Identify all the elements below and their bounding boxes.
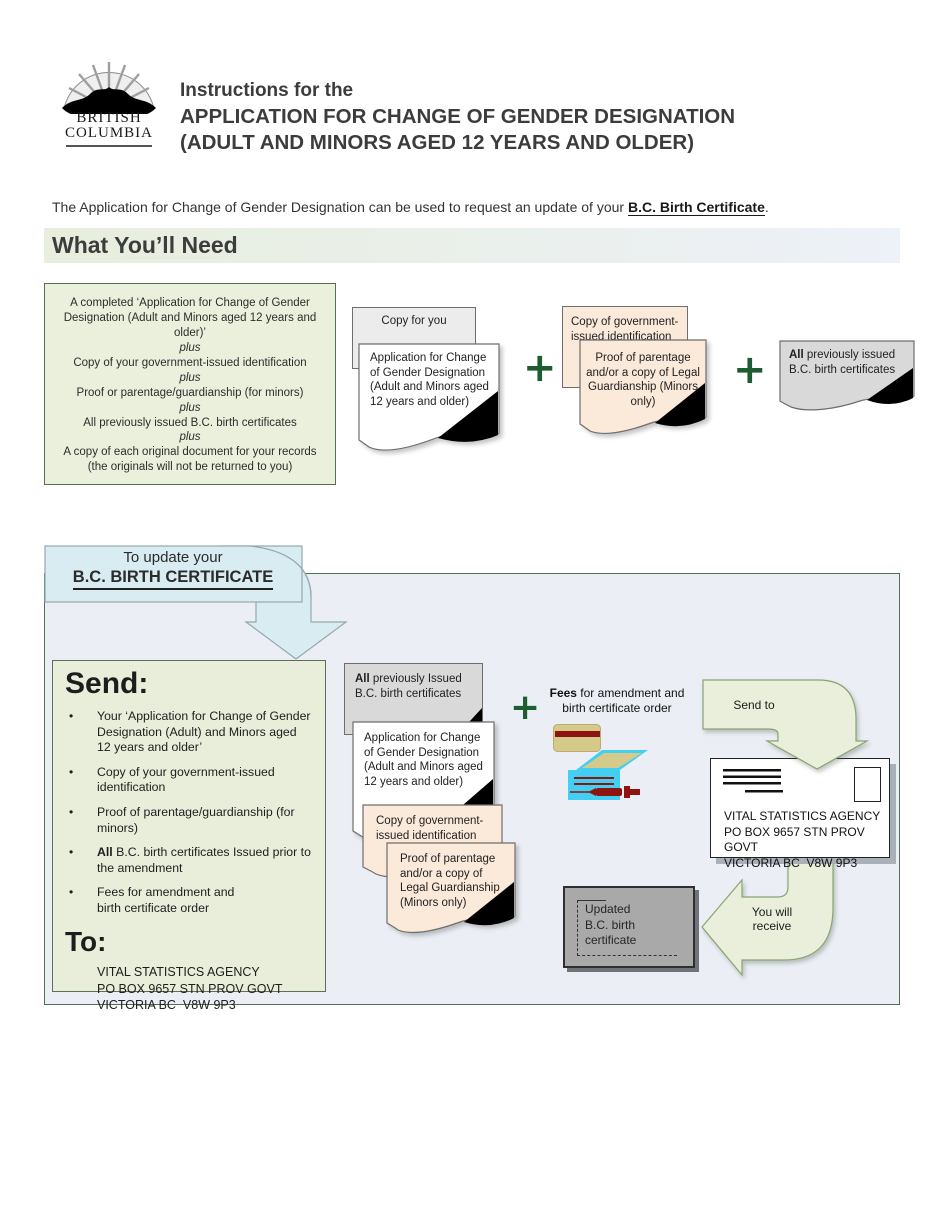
fees-label: Fees for amendment and birth certificate… [548, 686, 686, 716]
return-address-lines-icon [745, 790, 783, 796]
document-proof-top: Proof of parentage and/or a copy of Lega… [579, 339, 707, 441]
document-label: Copy for you [381, 315, 447, 327]
document-label: Proof of parentage and/or a copy of Lega… [400, 853, 500, 910]
send-checklist: Your ‘Application for Change of Gender D… [65, 709, 313, 917]
intro-period: . [764, 199, 769, 215]
send-to-label: Send to [733, 698, 775, 712]
result-line: certificate [585, 933, 637, 948]
update-label: To update your B.C. BIRTH CERTIFICATE [44, 549, 302, 590]
send-to-arrow-icon [702, 679, 870, 770]
blue-down-arrow-icon [44, 545, 348, 660]
send-list-item: Fees for amendment and birth certificate… [65, 885, 313, 916]
to-heading: To: [65, 925, 107, 957]
title-line-1: Instructions for the [180, 80, 354, 101]
send-list-item: Your ‘Application for Change of Gender D… [65, 709, 313, 756]
send-heading: Send: [65, 667, 149, 700]
item-text: B.C. birth certificates Issued prior to … [97, 845, 311, 875]
document-label-rest: previously issued B.C. birth certificate… [789, 349, 896, 376]
document-application-top: Application for Change of Gender Designa… [358, 343, 500, 457]
document-label-rest: previously Issued B.C. birth certificate… [355, 673, 462, 700]
document-proof-flow: Proof of parentage and/or a copy of Lega… [386, 842, 516, 940]
document-shape-icon [386, 842, 516, 933]
intro-emphasis: B.C. Birth Certificate [627, 199, 765, 216]
document-shape-icon [579, 339, 707, 434]
address-line: VITAL STATISTICS AGENCY [724, 809, 881, 823]
plus-separator: plus [179, 341, 201, 354]
result-line: Updated [585, 902, 631, 916]
plus-separator: plus [179, 401, 201, 414]
plus-separator: plus [179, 371, 201, 384]
chequebook-icon [568, 750, 648, 800]
logo-text-british: BRITISH [76, 110, 142, 126]
logo-underline [66, 145, 152, 147]
result-line: B.C. birth [585, 917, 636, 932]
item-bold: All [97, 845, 113, 860]
fees-text: for amendment and birth certificate orde… [562, 686, 685, 715]
bc-logo-emblem-icon [62, 62, 156, 114]
address-line: VITAL STATISTICS AGENCY [97, 964, 260, 979]
page-title: Instructions for the APPLICATION FOR CHA… [180, 78, 735, 156]
you-will-receive-arrow-icon [701, 851, 834, 977]
item-text: Your ‘Application for Change of Gender D… [97, 709, 311, 755]
document-shape-icon [779, 340, 915, 411]
update-label-line2: B.C. BIRTH CERTIFICATE [72, 568, 274, 590]
plus-sign: + [733, 347, 767, 393]
stamp-icon [854, 767, 881, 802]
mailing-address: VITAL STATISTICS AGENCY PO BOX 9657 STN … [65, 964, 313, 1015]
requirement-item: All previously issued B.C. birth certifi… [83, 416, 297, 429]
return-address-lines-icon [723, 769, 781, 788]
intro-paragraph: The Application for Change of Gender Des… [52, 199, 769, 216]
requirement-item: A completed ‘Application for Change of G… [63, 297, 317, 339]
send-list-item: Copy of your government-issued identific… [65, 765, 313, 796]
intro-text: The Application for Change of Gender Des… [52, 199, 628, 215]
address-line: PO BOX 9657 STN PROV GOVT [724, 824, 869, 855]
plus-separator: plus [179, 431, 201, 444]
update-label-line1: To update your [123, 549, 223, 566]
credit-card-icon [553, 724, 601, 752]
section-heading-what-youll-need: What You’ll Need [44, 228, 900, 263]
item-text: Copy of your government-issued identific… [97, 764, 275, 795]
requirement-item: Copy of your government-issued identific… [73, 356, 307, 369]
logo-text-columbia: COLUMBIA [64, 125, 153, 141]
document-label: Application for Change of Gender Designa… [370, 352, 489, 409]
document-all-certificates-top: All previously issued B.C. birth certifi… [779, 340, 915, 418]
envelope-address: VITAL STATISTICS AGENCY PO BOX 9657 STN … [724, 809, 889, 871]
updated-certificate-box: Updated B.C. birth certificate [563, 886, 695, 968]
requirement-item: Proof or parentage/guardianship (for min… [76, 386, 304, 399]
item-text: Proof of parentage/guardianship (for min… [97, 805, 295, 835]
document-label-bold: All [355, 673, 370, 685]
item-text: Fees for amendment and birth certificate… [97, 885, 235, 916]
document-label: Proof of parentage and/or a copy of Lega… [586, 352, 700, 409]
document-label: Copy of government-issued identification [376, 815, 484, 842]
send-list-item: Proof of parentage/guardianship (for min… [65, 805, 313, 836]
plus-sign: + [523, 345, 557, 391]
requirements-box: A completed ‘Application for Change of G… [44, 283, 336, 485]
document-label-bold: All [789, 349, 804, 361]
send-instructions-box: Send: Your ‘Application for Change of Ge… [52, 660, 326, 1012]
updated-certificate-label: Updated B.C. birth certificate [577, 900, 677, 956]
address-line: PO BOX 9657 STN PROV GOVT [97, 981, 283, 996]
fees-bold: Fees [549, 686, 577, 700]
document-shape-icon [358, 343, 500, 451]
document-label: Application for Change of Gender Designa… [364, 732, 483, 789]
you-will-receive-label: You will receive [751, 905, 793, 933]
requirement-item: A copy of each original document for you… [63, 446, 317, 474]
plus-sign: + [510, 687, 541, 728]
address-line: VICTORIA BC V8W 9P3 [724, 855, 858, 870]
title-line-3: (ADULT AND MINORS AGED 12 YEARS AND OLDE… [180, 131, 695, 154]
send-list-item: All B.C. birth certificates Issued prior… [65, 845, 313, 876]
address-line: VICTORIA BC V8W 9P3 [97, 998, 236, 1013]
envelope: VITAL STATISTICS AGENCY PO BOX 9657 STN … [710, 758, 890, 870]
document-label: All previously issued B.C. birth certifi… [789, 348, 907, 377]
title-line-2: APPLICATION FOR CHANGE OF GENDER DESIGNA… [180, 105, 736, 128]
document-label: All previously Issued B.C. birth certifi… [355, 672, 474, 701]
